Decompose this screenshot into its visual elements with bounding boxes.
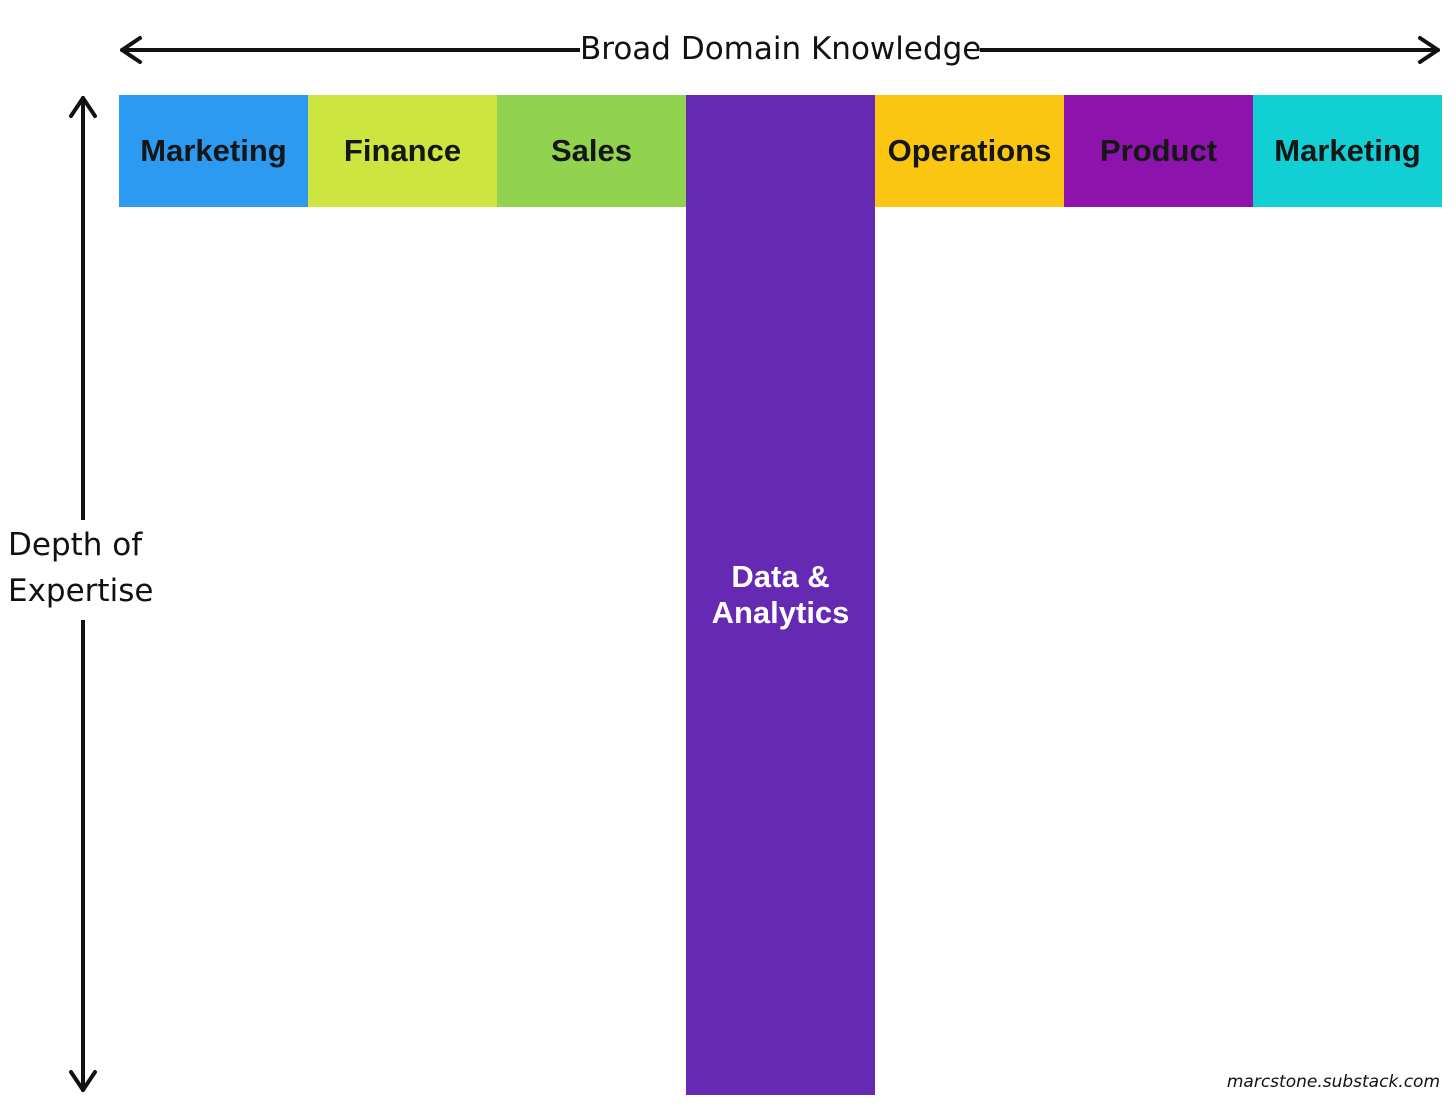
expertise-stem: Data & Analytics — [686, 95, 875, 1095]
horizontal-axis-label: Broad Domain Knowledge — [580, 26, 981, 72]
vertical-axis-label-line2: Expertise — [8, 573, 154, 609]
domain-cell-marketing-2: Marketing — [1253, 95, 1442, 207]
domain-cell-product: Product — [1064, 95, 1253, 207]
domain-cell-finance: Finance — [308, 95, 497, 207]
domain-cell-stem-top — [686, 95, 875, 207]
credit-text: marcstone.substack.com — [1226, 1072, 1440, 1092]
domain-cell-operations: Operations — [875, 95, 1064, 207]
domain-cell-sales: Sales — [497, 95, 686, 207]
vertical-axis-label-line1: Depth of — [8, 527, 143, 563]
stem-label-line1: Data & — [731, 559, 830, 594]
vertical-axis-label: Depth of Expertise — [4, 520, 154, 620]
stem-label-line2: Analytics — [711, 595, 850, 630]
stem-label: Data & Analytics — [712, 559, 850, 631]
domain-cell-marketing: Marketing — [119, 95, 308, 207]
domain-strip: Marketing Finance Sales Operations Produ… — [119, 95, 1442, 207]
